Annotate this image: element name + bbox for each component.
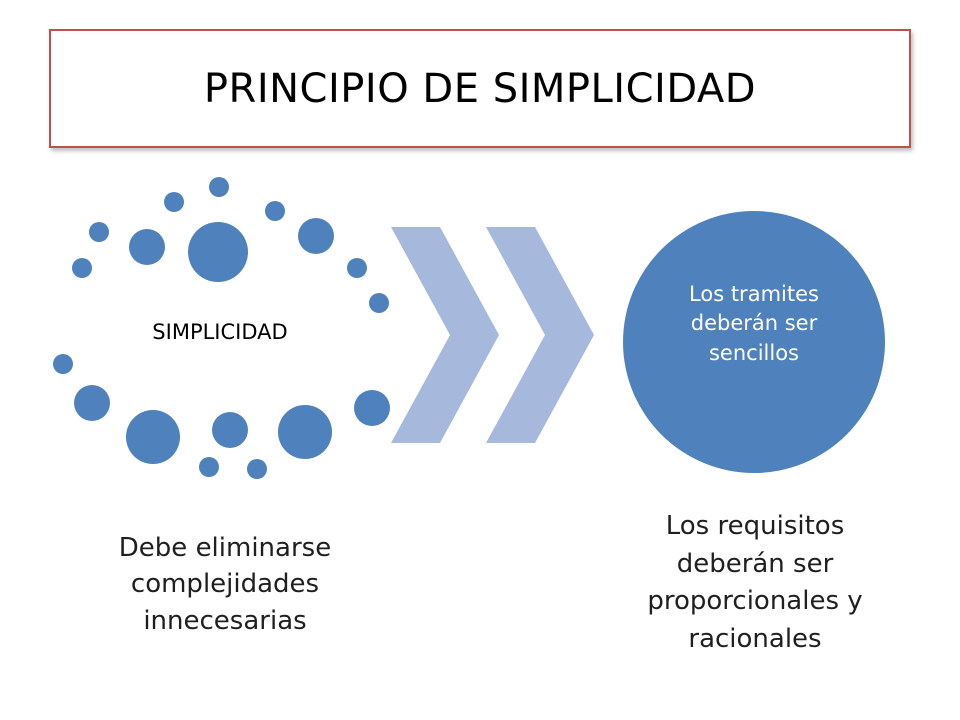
left-caption: Debe eliminarse complejidades innecesari… <box>60 530 390 639</box>
right-caption-line: deberán ser <box>676 548 834 579</box>
ring-dot <box>212 412 248 448</box>
ring-dot <box>89 222 109 242</box>
left-caption-line: complejidades <box>130 569 320 600</box>
ring-dot <box>126 410 180 464</box>
title-box: PRINCIPIO DE SIMPLICIDAD <box>49 29 911 148</box>
ring-dot <box>74 385 110 421</box>
ring-dot <box>199 457 219 477</box>
ring-dot <box>247 459 267 479</box>
slide-title: PRINCIPIO DE SIMPLICIDAD <box>203 65 757 112</box>
ring-dot <box>129 229 165 265</box>
ring-dot <box>72 258 92 278</box>
dot-ring <box>53 177 390 479</box>
right-caption-line: Los requisitos <box>665 511 845 541</box>
left-caption-line: Debe eliminarse <box>118 533 332 563</box>
ring-dot <box>298 218 334 254</box>
right-caption-line: proporcionales y <box>647 586 863 617</box>
ring-dot <box>209 177 229 197</box>
ring-dot <box>265 201 285 221</box>
left-caption-line: innecesarias <box>143 605 307 636</box>
ring-dot <box>347 258 367 278</box>
ring-dot <box>53 354 73 374</box>
ring-dot <box>188 222 248 282</box>
result-circle <box>623 211 885 473</box>
circle-text-line: Los tramites <box>689 282 819 306</box>
ring-dot <box>164 192 184 212</box>
right-caption: Los requisitos deberán ser proporcionale… <box>590 508 920 659</box>
right-caption-line: racionales <box>688 624 822 655</box>
ring-dot <box>278 405 332 459</box>
circle-text-line: sencillos <box>708 340 799 365</box>
circle-text-line: deberán ser <box>690 311 818 336</box>
circle-text: Los tramites deberán ser sencillos <box>624 280 884 368</box>
center-label: SIMPLICIDAD <box>152 320 288 344</box>
chevron-arrow-2 <box>486 227 594 443</box>
ring-dot <box>369 293 389 313</box>
chevron-arrow-1 <box>391 227 499 443</box>
ring-dot <box>354 390 390 426</box>
